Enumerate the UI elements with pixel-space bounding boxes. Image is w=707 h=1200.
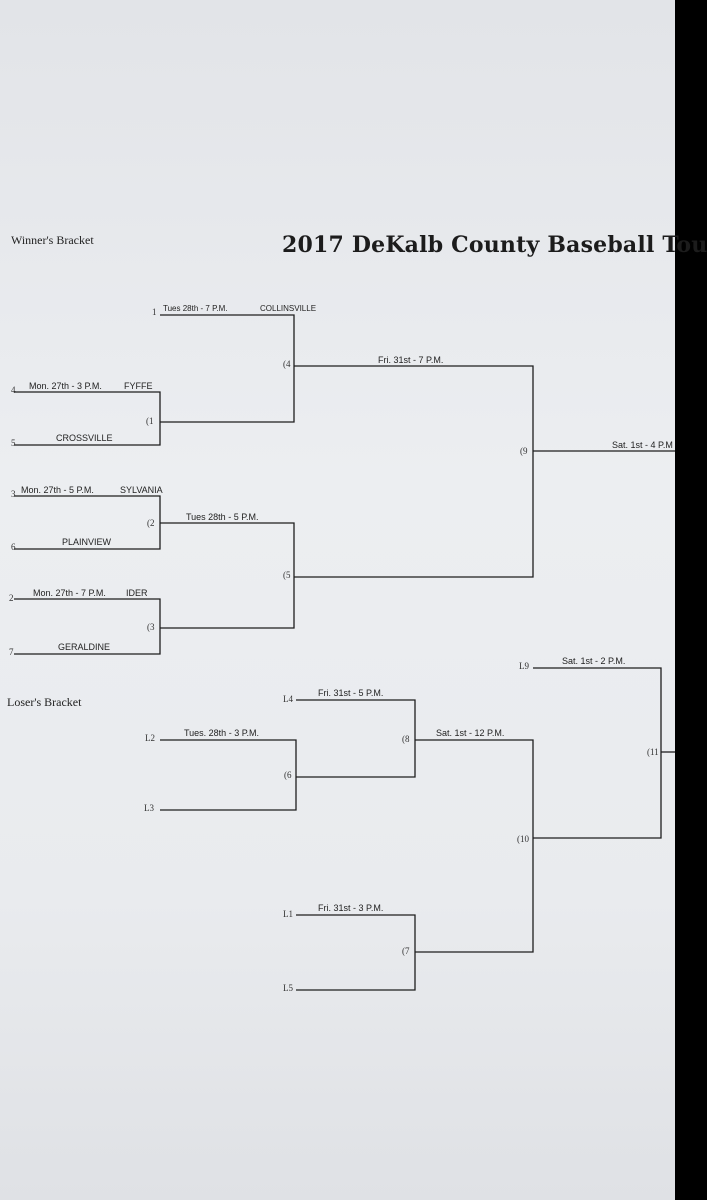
g3-bracket (14, 598, 161, 655)
seed-l4: L4 (283, 694, 293, 704)
game7-time: Fri. 31st - 3 P.M. (318, 903, 384, 913)
game7-number: (7 (402, 946, 410, 956)
g10-bracket (415, 739, 534, 953)
game1-time: Mon. 27th - 3 P.M. (29, 381, 102, 391)
page-title: 2017 DeKalb County Baseball Tou (282, 232, 707, 258)
winners-bracket-label: Winner's Bracket (11, 233, 94, 247)
seed-l9: L9 (519, 661, 529, 671)
game3-time: Mon. 27th - 7 P.M. (33, 588, 106, 598)
seed-l1: L1 (283, 909, 293, 919)
g9-bracket (294, 365, 534, 578)
team-fyffe: FYFFE (124, 381, 153, 391)
game5-number: (5 (283, 570, 291, 580)
seed-sylvania: 3 (11, 489, 16, 499)
game3-number: (3 (147, 622, 155, 632)
team-plainview: PLAINVIEW (62, 537, 112, 547)
game2-number: (2 (147, 518, 155, 528)
team-ider: IDER (126, 588, 148, 598)
game4-number: (4 (283, 359, 291, 369)
g5-bracket (160, 522, 295, 629)
team-geraldine: GERALDINE (58, 642, 111, 652)
seed-l3: L3 (144, 803, 154, 813)
g6-bracket (160, 739, 297, 811)
g1-bracket (14, 391, 161, 446)
seed-l2: L2 (145, 733, 155, 743)
game9-time: Fri. 31st - 7 P.M. (378, 355, 444, 365)
game1-number: (1 (146, 416, 154, 426)
game10-number: (10 (517, 834, 529, 844)
g8-bracket (296, 699, 416, 778)
game5-time: Tues 28th - 5 P.M. (186, 512, 259, 522)
g11-bracket (533, 667, 662, 839)
team-sylvania: SYLVANIA (120, 485, 163, 495)
team-collinsville: COLLINSVILLE (260, 304, 317, 313)
g7-bracket (296, 914, 416, 991)
game4-time: Tues 28th - 7 P.M. (163, 304, 228, 313)
final-time: Sat. 1st - 4 P.M (612, 440, 673, 450)
team-crossville: CROSSVILLE (56, 433, 113, 443)
game9-number: (9 (520, 446, 528, 456)
game10-time: Sat. 1st - 12 P.M. (436, 728, 505, 738)
seed-ider: 2 (9, 593, 14, 603)
seed-crossville: 5 (11, 438, 16, 448)
seed-plainview: 6 (11, 542, 16, 552)
bracket-lines (14, 314, 675, 991)
seed-geraldine: 7 (9, 647, 14, 657)
g4-bracket (160, 314, 295, 423)
game6-number: (6 (284, 770, 292, 780)
game2-time: Mon. 27th - 5 P.M. (21, 485, 94, 495)
game11-time: Sat. 1st - 2 P.M. (562, 656, 626, 666)
game11-number: (11 (647, 747, 659, 757)
seed-collinsville: 1 (152, 307, 157, 317)
game6-time: Tues. 28th - 3 P.M. (184, 728, 260, 738)
game8-number: (8 (402, 734, 410, 744)
game8-time: Fri. 31st - 5 P.M. (318, 688, 384, 698)
seed-fyffe: 4 (11, 385, 16, 395)
losers-bracket-label: Loser's Bracket (7, 695, 82, 709)
seed-l5: L5 (283, 983, 293, 993)
